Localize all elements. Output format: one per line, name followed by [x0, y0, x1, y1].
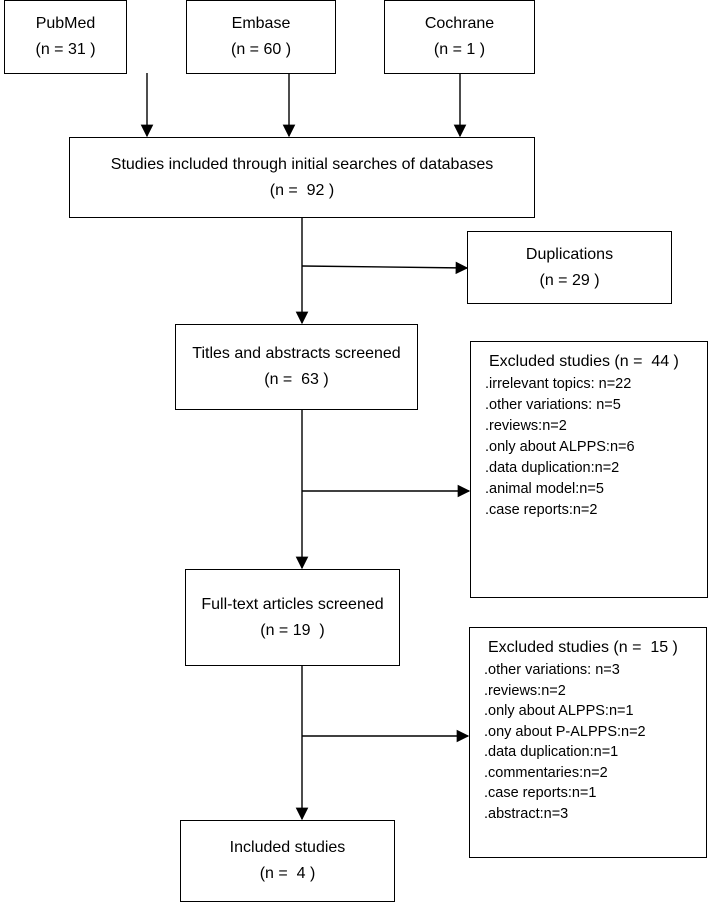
initial-search-box: Studies included through initial searche…	[69, 137, 535, 218]
duplications-count: (n = 29 )	[539, 271, 600, 289]
source-box-cochrane: Cochrane (n = 1 )	[384, 0, 535, 74]
list-item: .only about ALPPS:n=1	[484, 703, 634, 719]
list-item: .abstract:n=3	[484, 805, 569, 822]
screened-box: Titles and abstracts screened (n = 63 )	[175, 324, 418, 410]
list-item: .case reports:n=2	[485, 502, 598, 518]
source-name: PubMed	[35, 15, 96, 32]
excluded-2-title: Excluded studies (n = 15 )	[488, 639, 678, 656]
fulltext-count: (n = 19 )	[260, 621, 325, 639]
duplications-box: Duplications (n = 29 )	[467, 231, 672, 304]
source-count: (n = 60 )	[230, 41, 292, 58]
source-name: Embase	[231, 15, 291, 32]
source-box-pubmed: PubMed (n = 31 )	[4, 0, 127, 74]
list-item: .case reports:n=1	[484, 785, 597, 801]
source-name: Cochrane	[424, 15, 495, 32]
excluded-1-list: .irrelevant topics: n=22 .other variation…	[485, 374, 707, 521]
list-item: .ony about P-ALPPS:n=2	[484, 723, 646, 740]
excluded-2-list: .other variations: n=3 .reviews:n=2 .only …	[484, 660, 706, 824]
list-item: .irrelevant topics: n=22	[485, 376, 632, 392]
arrow-to-duplications	[301, 261, 469, 275]
source-box-embase: Embase (n = 60 )	[186, 0, 336, 74]
list-item: .other variations: n=5	[485, 397, 621, 413]
source-count: (n = 1 )	[433, 41, 486, 58]
list-item: .commentaries:n=2	[484, 764, 608, 781]
included-count: (n = 4 )	[259, 865, 316, 882]
initial-count: (n = 92 )	[269, 181, 335, 199]
list-item: .data duplication:n=1	[484, 744, 619, 760]
fulltext-label: Full-text articles screened	[201, 595, 384, 613]
fulltext-box: Full-text articles screened (n = 19 )	[185, 569, 400, 666]
excluded-1-title: Excluded studies (n = 44 )	[489, 353, 679, 370]
list-item: .reviews:n=2	[485, 418, 567, 434]
screened-count: (n = 63 )	[264, 371, 329, 388]
excluded-box-2: Excluded studies (n = 15 ) .other variat…	[469, 627, 707, 858]
list-item: .other variations: n=3	[484, 662, 620, 678]
duplications-label: Duplications	[525, 245, 614, 263]
included-label: Included studies	[229, 839, 346, 856]
included-box: Included studies (n = 4 )	[180, 820, 395, 902]
initial-label: Studies included through initial searche…	[110, 155, 494, 173]
source-count: (n = 31 )	[35, 41, 96, 58]
list-item: .data duplication:n=2	[485, 460, 620, 476]
screened-label: Titles and abstracts screened	[192, 345, 401, 362]
list-item: .animal model:n=5	[485, 481, 604, 497]
list-item: .reviews:n=2	[484, 682, 566, 699]
list-item: .only about ALPPS:n=6	[485, 439, 635, 455]
excluded-box-1: Excluded studies (n = 44 ) .irrelevant t…	[470, 341, 708, 598]
